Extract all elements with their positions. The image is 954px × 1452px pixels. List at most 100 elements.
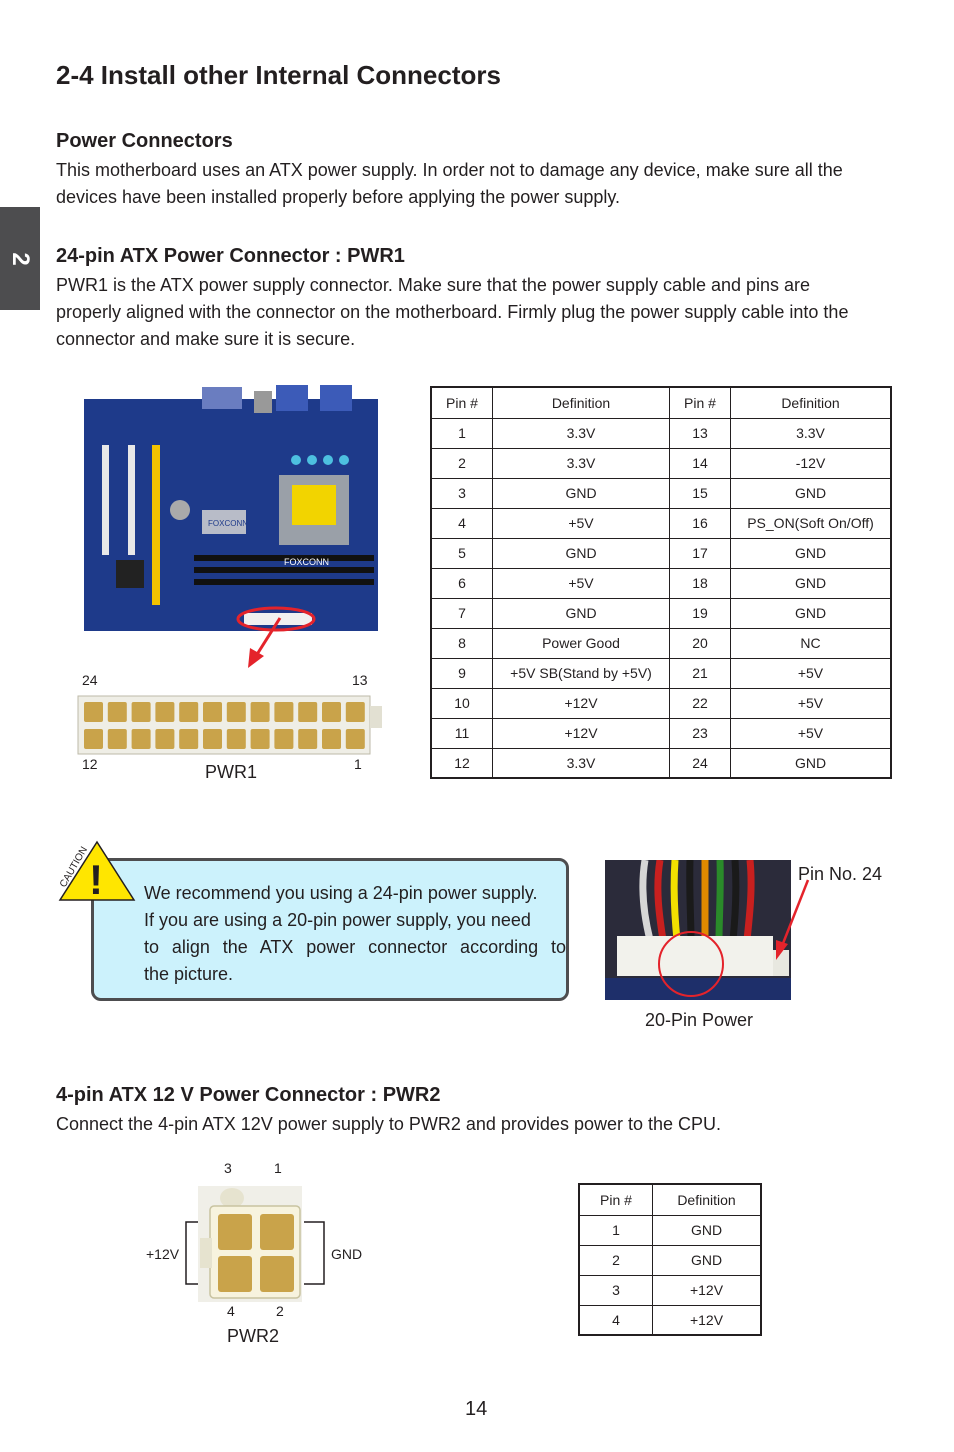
table-cell: PS_ON(Soft On/Off) (730, 507, 892, 539)
table-cell: 13 (669, 417, 731, 449)
connector-pin (298, 729, 318, 749)
table-cell: +12V (492, 717, 670, 749)
connector-pin (84, 729, 103, 749)
table-cell: GND (730, 567, 892, 599)
table-cell: +5V (730, 687, 892, 719)
table-cell: 3.3V (492, 747, 670, 779)
table-cell: 2 (430, 447, 493, 479)
caution-line: the picture. (144, 964, 234, 984)
twenty-pin-photo (605, 860, 791, 1000)
pwr2-pin-1-label: 1 (274, 1160, 282, 1176)
table-header: Pin # (669, 386, 731, 419)
connector-pin (322, 729, 341, 749)
table-cell: 18 (669, 567, 731, 599)
table-cell: 14 (669, 447, 731, 479)
connector-pin (345, 702, 365, 722)
connector-pin (203, 702, 222, 722)
table-header: Pin # (430, 386, 493, 419)
table-cell: NC (730, 627, 892, 659)
connector-pin (250, 702, 270, 722)
table-cell: +5V SB(Stand by +5V) (492, 657, 670, 689)
table-cell: 3.3V (492, 417, 670, 449)
caution-text: We recommend you using a 24-pin power su… (144, 880, 566, 988)
pwr1-text-1: PWR1 is the ATX power supply connector. … (56, 275, 811, 295)
red-arrow-icon (248, 617, 282, 668)
connector-pin (107, 702, 127, 722)
table-header: Definition (652, 1183, 762, 1216)
table-header: Pin # (578, 1183, 653, 1216)
pwr2-pin-4-label: 4 (227, 1303, 235, 1319)
connector-pin (203, 729, 222, 749)
pwr1-label: PWR1 (205, 762, 258, 782)
connector-pin (107, 729, 127, 749)
caution-line: We recommend you using a 24-pin power su… (144, 883, 538, 903)
table-cell: 5 (430, 537, 493, 569)
warning-triangle-icon: ! (58, 840, 136, 903)
table-cell: 19 (669, 597, 731, 629)
connector-pin (322, 702, 341, 722)
table-cell: 7 (430, 597, 493, 629)
table-cell: +12V (652, 1304, 762, 1336)
table-cell: 16 (669, 507, 731, 539)
board-logo: FOXCONN (284, 557, 329, 567)
table-row: 4+12V (578, 1304, 762, 1336)
connector-pin (298, 702, 318, 722)
warning-symbol: ! (89, 856, 103, 903)
table-cell: 2 (578, 1244, 653, 1276)
table-cell: 1 (430, 417, 493, 449)
pwr1-pin-1-label: 1 (354, 756, 362, 772)
table-cell: +5V (492, 507, 670, 539)
table-cell: Power Good (492, 627, 670, 659)
pwr2-heading: 4-pin ATX 12 V Power Connector : PWR2 (56, 1084, 441, 1106)
table-cell: +5V (730, 657, 892, 689)
table-cell: 17 (669, 537, 731, 569)
table-cell: +12V (492, 687, 670, 719)
pin-24-arrow-icon (776, 879, 810, 960)
table-cell: GND (730, 537, 892, 569)
table-cell: GND (730, 477, 892, 509)
connector-pin (250, 729, 270, 749)
power-connectors-text-2: devices have been installed properly bef… (56, 187, 621, 207)
table-cell: GND (730, 747, 892, 779)
twenty-pin-caption: 20-Pin Power (645, 1010, 754, 1030)
pwr2-connector-image (185, 1186, 325, 1302)
table-cell: +5V (492, 567, 670, 599)
table-cell: GND (730, 597, 892, 629)
caution-line: to align the ATX power connector accordi… (144, 937, 566, 957)
table-cell: +5V (730, 717, 892, 749)
table-cell: 23 (669, 717, 731, 749)
table-cell: 6 (430, 567, 493, 599)
pwr2-text: Connect the 4-pin ATX 12V power supply t… (56, 1114, 722, 1134)
table-cell: GND (492, 477, 670, 509)
motherboard-image: FOXCONN FOXCONN (84, 385, 378, 632)
page-title: 2-4 Install other Internal Connectors (56, 60, 501, 90)
connector-pin (226, 702, 246, 722)
pwr1-text-3: connector and make sure it is secure. (56, 329, 356, 349)
table-cell: 8 (430, 627, 493, 659)
connector-pin (131, 729, 151, 749)
table-row: 9+5V SB(Stand by +5V)21+5V (430, 657, 892, 689)
page-number: 14 (465, 1398, 488, 1420)
table-cell: 22 (669, 687, 731, 719)
connector-pin (155, 729, 175, 749)
table-header: Definition (492, 386, 670, 419)
table-row: 3+12V (578, 1274, 762, 1306)
pwr2-left-label: +12V (146, 1246, 180, 1262)
table-cell: GND (492, 537, 670, 569)
pwr1-pin-24-label: 24 (82, 672, 98, 688)
pwr2-pin-2-label: 2 (276, 1303, 284, 1319)
connector-pin (226, 729, 246, 749)
pwr2-label: PWR2 (227, 1326, 280, 1346)
table-cell: 20 (669, 627, 731, 659)
